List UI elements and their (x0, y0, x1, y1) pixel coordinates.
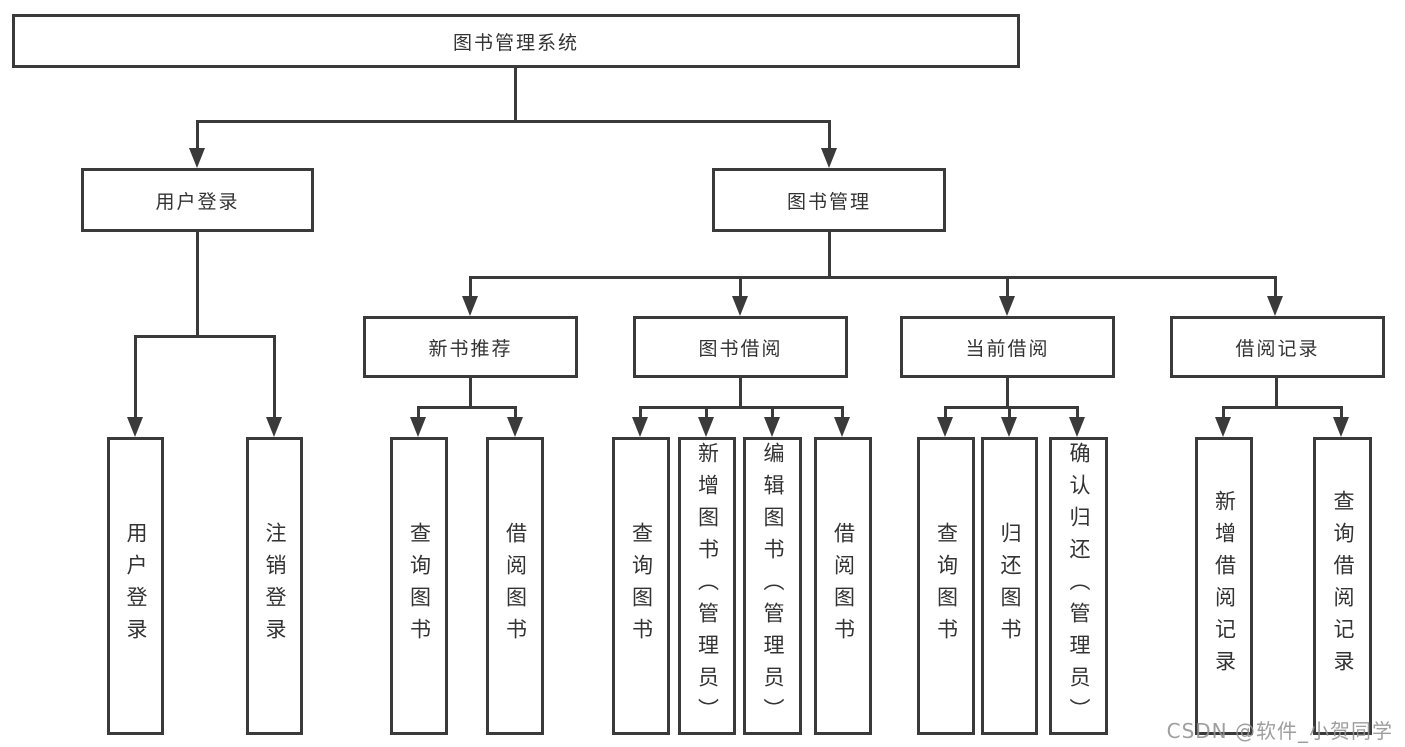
node-nb-borrow-book: 借阅图书 (486, 437, 544, 735)
node-label: 编辑图书（管理员） (761, 442, 785, 730)
node-book-borrow: 图书借阅 (633, 316, 848, 378)
node-root-system: 图书管理系统 (12, 14, 1020, 68)
connector-drop-br-query (1340, 406, 1343, 421)
connector-drop-bb-edit (771, 406, 774, 421)
node-borrow-records: 借阅记录 (1170, 316, 1385, 378)
node-user-login-group: 用户登录 (81, 168, 314, 232)
csdn-watermark: CSDN @软件_小贺同学 (1166, 719, 1393, 743)
connector-drop-br-add (1222, 406, 1225, 421)
connector-book-mgmt-branch (469, 276, 1277, 279)
node-label: 用户登录 (155, 190, 240, 213)
node-label: 借阅图书 (831, 522, 856, 650)
node-label: 归还图书 (998, 522, 1022, 650)
connector-drop-bb-query (639, 406, 642, 421)
node-label: 查询图书 (629, 522, 654, 650)
node-cb-confirm-return: 确认归还（管理员） (1049, 437, 1108, 735)
node-label: 注销登录 (263, 522, 287, 650)
arrowhead-br-query (1333, 417, 1349, 437)
node-new-book-rec: 新书推荐 (363, 316, 578, 378)
connector-drop-user-login-group (196, 120, 199, 152)
connector-book-borrow-branch (639, 406, 843, 409)
arrowhead-cb-confirm (1069, 417, 1085, 437)
arrowhead-cb-query (937, 417, 953, 437)
connector-new-book-rec-stub (469, 378, 472, 409)
connector-new-book-rec-branch (417, 406, 517, 409)
connector-drop-bb-add (705, 406, 708, 421)
connector-drop-cb-confirm (1076, 406, 1079, 421)
connector-borrow-records-branch (1222, 406, 1342, 409)
node-bb-edit-book: 编辑图书（管理员） (743, 437, 802, 735)
arrowhead-nb-query (410, 417, 426, 437)
connector-drop-book-borrow (739, 276, 742, 300)
node-label: 当前借阅 (965, 337, 1050, 360)
node-label: 查询借阅记录 (1331, 490, 1355, 682)
node-book-mgmt-group: 图书管理 (712, 168, 946, 232)
connector-drop-logout (273, 335, 276, 421)
arrowhead-bb-add (698, 417, 714, 437)
connector-book-mgmt-stub (828, 232, 831, 278)
node-label: 新增借阅记录 (1212, 490, 1237, 682)
node-logout: 注销登录 (246, 437, 303, 735)
node-nb-query-book: 查询图书 (390, 437, 448, 735)
node-bb-query-book: 查询图书 (612, 437, 670, 735)
arrowhead-user-login (127, 417, 143, 437)
node-bb-borrow-book: 借阅图书 (814, 437, 872, 735)
node-label: 查询图书 (934, 522, 959, 650)
arrowhead-new-book-rec (462, 296, 478, 316)
node-label: 用户登录 (124, 522, 148, 650)
arrowhead-cb-return (1001, 417, 1017, 437)
node-bb-add-book: 新增图书（管理员） (678, 437, 736, 735)
arrowhead-br-add (1215, 417, 1231, 437)
connector-root-branch (196, 120, 830, 123)
connector-drop-user-login (134, 335, 137, 421)
connector-user-login-branch (134, 335, 276, 338)
node-br-add-record: 新增借阅记录 (1195, 437, 1253, 735)
connector-drop-borrow-records (1274, 276, 1277, 300)
node-label: 借阅记录 (1235, 337, 1320, 360)
node-label: 图书管理 (786, 190, 871, 213)
node-br-query-record: 查询借阅记录 (1313, 437, 1372, 735)
connector-borrow-records-stub (1275, 378, 1278, 409)
arrowhead-bb-edit (764, 417, 780, 437)
connector-drop-bb-borrow (841, 406, 844, 421)
arrowhead-borrow-records (1267, 296, 1283, 316)
connector-current-borrow-stub (1006, 378, 1009, 409)
node-label: 图书管理系统 (452, 31, 579, 54)
connector-current-borrow-branch (944, 406, 1078, 409)
connector-drop-current-borrow (1006, 276, 1009, 300)
connector-root-stub (514, 68, 517, 122)
node-cb-query-book: 查询图书 (917, 437, 975, 735)
node-label: 借阅图书 (503, 522, 528, 650)
node-cb-return-book: 归还图书 (981, 437, 1038, 735)
connector-drop-cb-query (944, 406, 947, 421)
connector-drop-book-mgmt-group (828, 120, 831, 152)
node-user-login: 用户登录 (107, 437, 164, 735)
connector-drop-new-book-rec (469, 276, 472, 300)
arrowhead-nb-borrow (507, 417, 523, 437)
arrowhead-bb-query (632, 417, 648, 437)
arrowhead-current-borrow (999, 296, 1015, 316)
node-label: 新书推荐 (428, 337, 513, 360)
connector-user-login-stub (196, 232, 199, 338)
arrowhead-bb-borrow (834, 417, 850, 437)
node-label: 新增图书（管理员） (695, 442, 720, 730)
arrowhead-book-mgmt-group (821, 148, 837, 168)
node-label: 查询图书 (407, 522, 432, 650)
connector-drop-nb-borrow (514, 406, 517, 421)
arrowhead-book-borrow (732, 296, 748, 316)
arrowhead-user-login-group (189, 148, 205, 168)
connector-drop-nb-query (417, 406, 420, 421)
node-label: 确认归还（管理员） (1067, 442, 1091, 730)
connector-book-borrow-stub (739, 378, 742, 409)
node-current-borrow: 当前借阅 (900, 316, 1115, 378)
node-label: 图书借阅 (698, 337, 783, 360)
arrowhead-logout (266, 417, 282, 437)
connector-drop-cb-return (1008, 406, 1011, 421)
